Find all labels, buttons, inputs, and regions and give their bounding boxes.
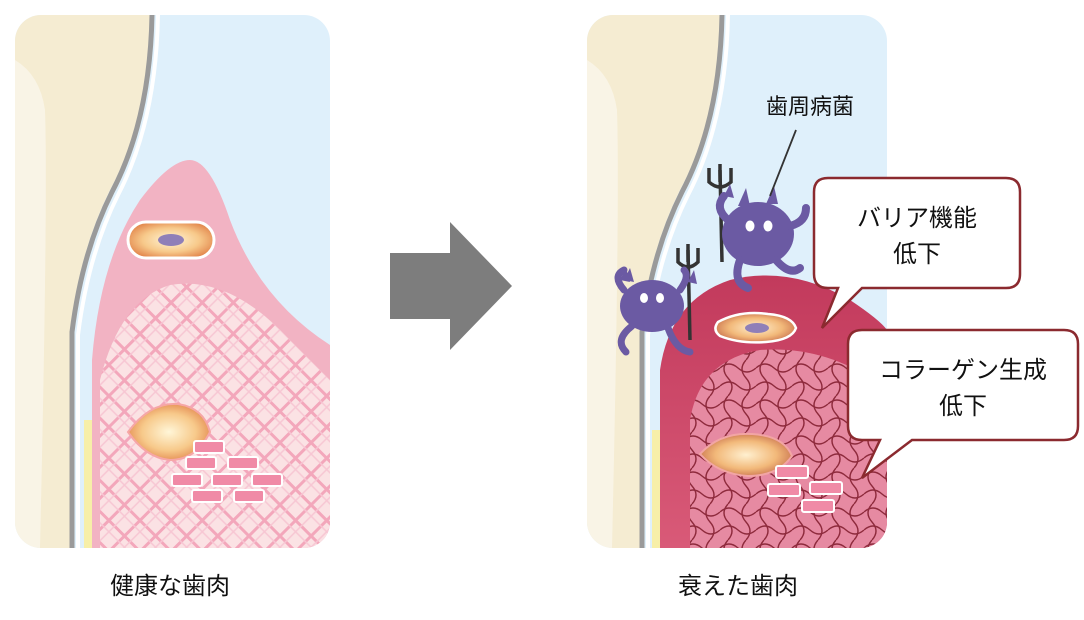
callout-collagen-line1: コラーゲン生成 [879,356,1047,384]
bacteria-arrows [624,184,734,282]
arrow-right-icon [390,222,512,350]
bacteria-icon [707,164,810,292]
fibroblast-icon [126,402,212,462]
callout-collagen: コラーゲン生成 低下 [846,328,1080,479]
trident-icon [676,244,700,341]
tooth-surface-line [69,15,155,548]
healthy-gum-panel [15,15,330,548]
epithelial-cell [126,220,216,260]
callout-barrier-line1: バリア機能 [857,204,977,232]
tooth-root-highlight [587,60,618,548]
weakened-gum-caption: 衰えた歯肉 [678,572,798,600]
enamel-yellow-edge [84,420,92,548]
tooth-root-highlight [15,60,46,548]
tooth [15,15,150,548]
callout-collagen-line2: 低下 [939,392,987,420]
epithelial-cell [714,311,798,344]
fibroblast-icon [698,432,794,478]
bacteria-label: 歯周病菌 [766,95,854,120]
tooth [587,15,720,548]
bacteria-label-pointer [769,129,797,197]
collagen-fibers [171,440,283,503]
enamel-yellow-edge [652,430,660,548]
tooth-surface-line-inner [76,15,160,548]
callout-barrier: バリア機能 低下 [812,176,1022,329]
bacteria-icon [614,244,700,356]
collagen-fibers [767,465,843,513]
callout-barrier-line2: 低下 [893,240,941,268]
healthy-gum-caption: 健康な歯肉 [110,572,230,600]
